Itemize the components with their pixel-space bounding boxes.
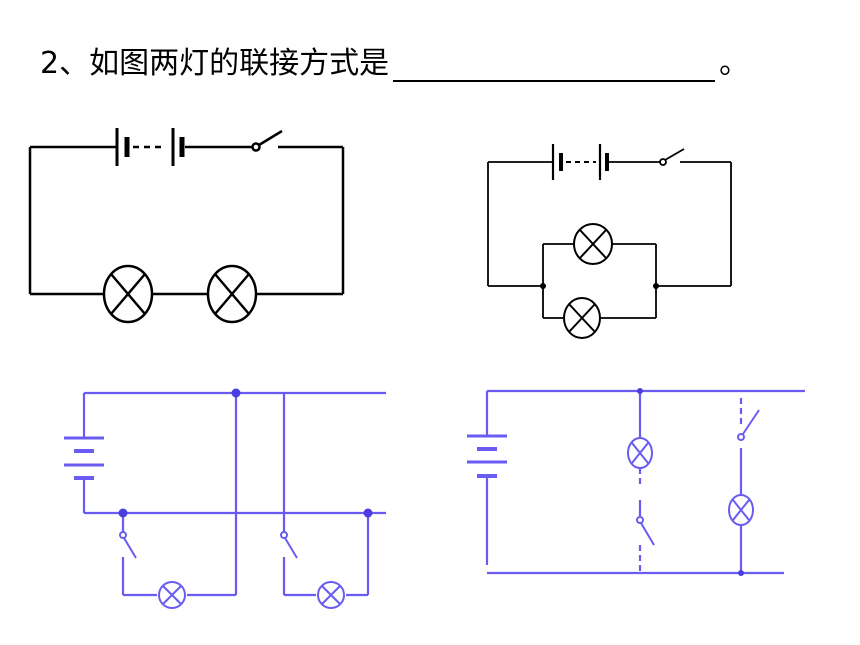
answer-blank[interactable] [393, 50, 716, 82]
junction-dots [540, 283, 659, 289]
junction-dots [118, 388, 373, 518]
parallel-circuit-diagram [487, 161, 732, 319]
switch-symbol [636, 516, 655, 546]
lamp-symbol [206, 264, 258, 324]
question-text: 2、如图两灯的联接方式是 。 [40, 38, 749, 82]
lamp-symbol [627, 437, 653, 469]
lamp-symbol [573, 223, 613, 265]
lamp-symbol [563, 297, 601, 339]
blue-circuit-right [485, 389, 805, 575]
lamp-symbol [102, 264, 154, 324]
lamp-symbol [317, 581, 345, 609]
battery-symbol [64, 436, 104, 480]
switch-symbol [280, 531, 298, 559]
switch-symbol [659, 148, 685, 166]
question-prefix: 2、如图两灯的联接方式是 [40, 46, 390, 81]
switch-symbol [119, 531, 137, 559]
series-circuit-diagram [28, 145, 345, 296]
switch-symbol [251, 129, 283, 152]
battery-symbol [467, 434, 507, 478]
lamp-symbol [728, 494, 754, 526]
question-suffix: 。 [719, 46, 750, 81]
junction-dots [637, 388, 744, 576]
battery-symbol [551, 144, 609, 180]
lamp-symbol [158, 581, 186, 609]
blue-circuit-left [82, 391, 386, 597]
battery-symbol [115, 128, 185, 166]
switch-symbol [737, 409, 760, 441]
